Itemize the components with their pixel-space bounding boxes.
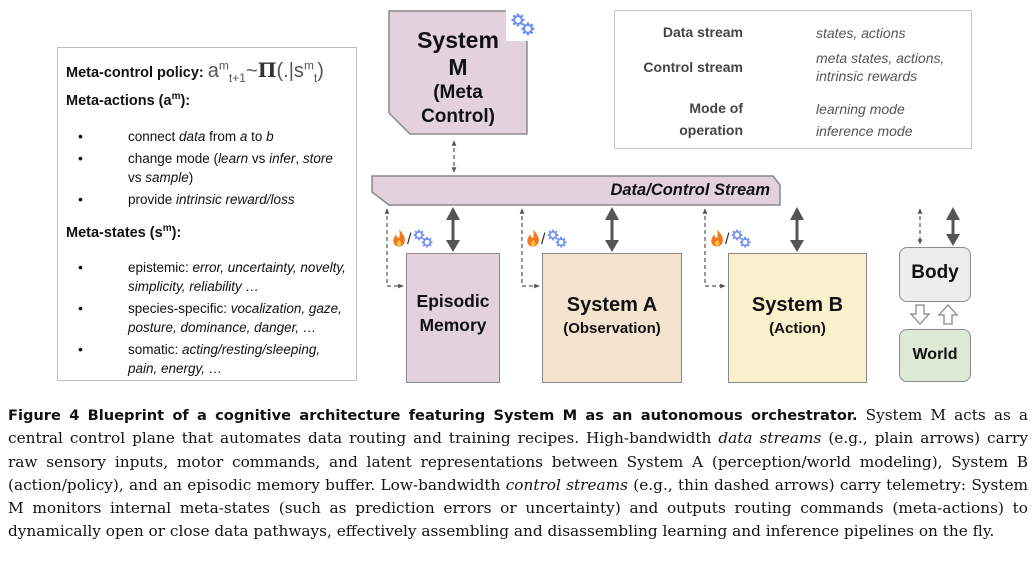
data-arrow-system-a [605,207,619,252]
meta-control-policy-panel: Meta-control policy: amt+1~Π(.|smt) Meta… [57,47,357,381]
body-to-world-arrow [909,304,931,325]
data-arrow-system-b [790,207,804,252]
legend-mode-label-2: operation [679,122,743,138]
meta-state-item: species-specific: vocalization, gaze, po… [78,299,348,337]
legend-data-stream-desc: states, actions [816,25,906,41]
mode-icon-system-a [527,229,566,248]
world-to-body-arrow [937,304,959,325]
system-a-box: System A (Observation) [542,253,682,383]
meta-state-item: epistemic: error, uncertainty, novelty, … [78,258,348,296]
legend-data-stream-label: Data stream [662,24,743,40]
legend-control-stream-label: Control stream [643,59,743,75]
data-arrow-episodic [446,207,460,252]
system-b-title: System B [751,294,844,316]
control-arrow-system-b [702,208,726,289]
legend-inference-desc: inference mode [816,123,913,139]
data-arrow-body [946,207,960,246]
body-label: Body [911,262,959,283]
body-box: Body [899,247,971,302]
figure-caption: Figure 4 Blueprint of a cognitive archit… [8,406,1029,541]
data-arrows [446,207,960,252]
policy-formula: amt+1~Π(.|smt) [207,58,324,85]
control-arrow-system-a [519,208,540,289]
meta-action-item: change mode (learn vs infer, store vs sa… [78,149,348,187]
legend-mode-label-1: Mode of [689,100,743,116]
system-m-box: System M (Meta Control) [388,10,528,137]
system-m-subtitle-2: Control) [421,106,495,127]
legend-control-stream-desc: meta states, actions,intrinsic rewards [816,50,945,84]
control-arrows [384,208,923,289]
world-box: World [899,329,971,382]
system-a-subtitle: (Observation) [563,320,661,337]
caption-heading: Figure 4 Blueprint of a cognitive archit… [8,407,858,424]
system-m-letter: M [448,54,468,80]
system-a-title: System A [566,294,658,316]
stream-bar-label: Data/Control Stream [610,181,770,199]
legend: Data stream states, actions Control stre… [614,10,972,149]
meta-state-item: somatic: acting/resting/sleeping, pain, … [78,340,348,378]
legend-learning-desc: learning mode [816,101,905,117]
system-m-title: System [417,27,499,53]
architecture-diagram: / [371,9,960,325]
mode-icon-episodic [393,229,432,248]
meta-action-item: connect data from a to b [78,127,348,146]
meta-states-heading: Meta-states (sm): [66,223,182,241]
meta-actions-heading: Meta-actions (am): [66,91,191,109]
system-m-shape [388,10,528,135]
meta-actions-list: connect data from a to b change mode (le… [58,127,348,212]
control-arrow-episodic [384,208,404,289]
system-b-subtitle: (Action) [769,320,826,337]
world-label: World [912,346,958,363]
mode-icon-system-b [711,229,750,248]
system-m-subtitle-1: (Meta [433,82,483,103]
policy-heading: Meta-control policy: amt+1~Π(.|smt) [66,58,324,85]
system-b-box: System B (Action) [728,253,867,383]
data-control-stream-bar [371,175,781,206]
meta-states-list: epistemic: error, uncertainty, novelty, … [58,258,348,381]
meta-action-item: provide intrinsic reward/loss [78,190,348,209]
